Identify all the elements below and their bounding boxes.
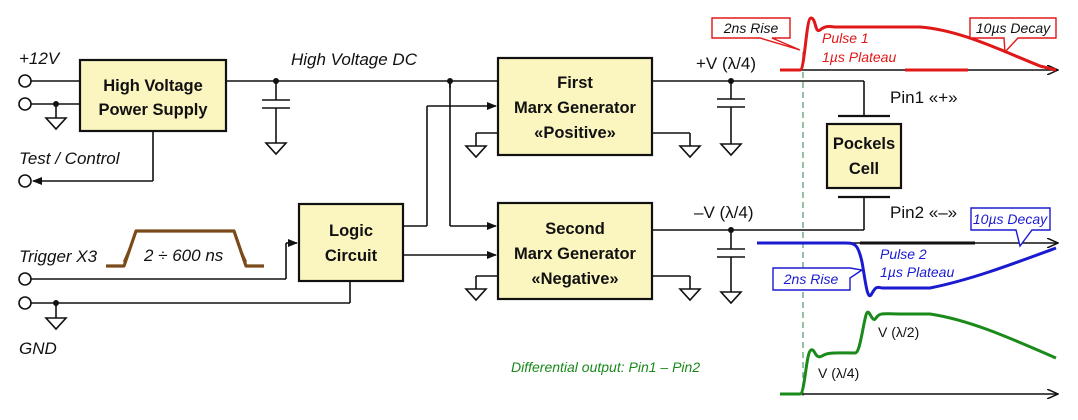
ground-icon [44,117,68,131]
pulse1-decay-label: 10µs Decay [976,20,1051,36]
terminal-gnd-top [18,97,32,111]
minus-v-capacitor [717,248,745,292]
pin2-label: Pin2 «–» [890,203,957,222]
pulse2-decay-callout: 10µs Decay [970,207,1051,248]
differential-waveform [780,310,1058,394]
junction-dots [53,78,734,306]
terminal-plus12v [18,74,32,88]
hv-power-supply-block: High Voltage Power Supply [78,58,228,133]
pulse1-rise-callout: 2ns Rise [711,17,801,51]
ground-icon [44,317,68,331]
logic-line1: Logic [329,222,373,240]
diff-level-quarter: V (λ/4) [818,365,859,381]
terminal-trigger [18,272,32,286]
minus-v-label: –V (λ/4) [694,203,754,222]
trigger-pulse-arrow-left [122,247,132,263]
ground-icon [719,291,743,305]
pulse2-plateau: 1µs Plateau [880,264,954,280]
differential-caption: Differential output: Pin1 – Pin2 [511,359,700,375]
wiring [31,80,865,318]
pockels-cell-block: Pockels Cell [825,114,903,199]
pulse2-decay-label: 10µs Decay [973,211,1048,227]
second-marx-generator-block: Second Marx Generator «Negative» [496,201,654,301]
logic-line2: Circuit [325,247,378,265]
trigger-label: Trigger X3 [19,247,98,266]
pulse1-name: Pulse 1 [822,30,869,46]
ground-symbols [44,117,743,331]
pin1-label: Pin1 «+» [890,88,958,107]
logic-circuit-block: Logic Circuit [297,202,405,283]
marx-neg-line1: Second [545,220,605,238]
pulse2-name: Pulse 2 [880,246,927,262]
marx-pos-line3: «Positive» [534,124,616,142]
ground-icon [678,288,702,302]
marx-pos-line2: Marx Generator [514,99,637,117]
marx-pos-line1: First [557,74,593,92]
trigger-pulse-waveform [106,229,264,268]
plus-v-label: +V (λ/4) [696,54,756,73]
plus12v-label: +12V [19,49,61,68]
high-voltage-dc-label: High Voltage DC [291,50,418,69]
pulse-width-label: 2 ÷ 600 ns [143,246,224,265]
gnd-label: GND [19,339,57,358]
pulse2-rise-callout: 2ns Rise [772,267,864,291]
pulse2-waveform [757,243,1058,298]
pockels-line1: Pockels [833,135,895,153]
ground-icon [264,142,288,156]
hv-bus-capacitor [262,99,290,143]
plus-v-capacitor [717,98,745,144]
test-control-label: Test / Control [19,149,121,168]
terminal-gnd [18,296,32,310]
pulse1-decay-callout: 10µs Decay [969,17,1057,54]
hv-supply-line2: Power Supply [98,101,208,119]
input-terminals [18,74,32,310]
pulse1-rise-label: 2ns Rise [723,20,779,36]
ground-icon [464,145,488,159]
hv-supply-line1: High Voltage [103,77,203,95]
ground-icon [464,288,488,302]
ground-icon [678,145,702,159]
marx-neg-line2: Marx Generator [514,245,637,263]
ground-icon [719,143,743,157]
trigger-pulse-arrow-right [238,248,248,263]
pockels-line2: Cell [849,160,879,178]
pulse2-rise-label: 2ns Rise [783,271,839,287]
first-marx-generator-block: First Marx Generator «Positive» [496,56,654,157]
pulse1-waveform [780,16,1058,70]
pulse1-plateau: 1µs Plateau [822,49,896,65]
marx-neg-line3: «Negative» [531,270,618,288]
terminal-test-control [18,174,32,188]
diff-level-half: V (λ/2) [878,324,919,340]
